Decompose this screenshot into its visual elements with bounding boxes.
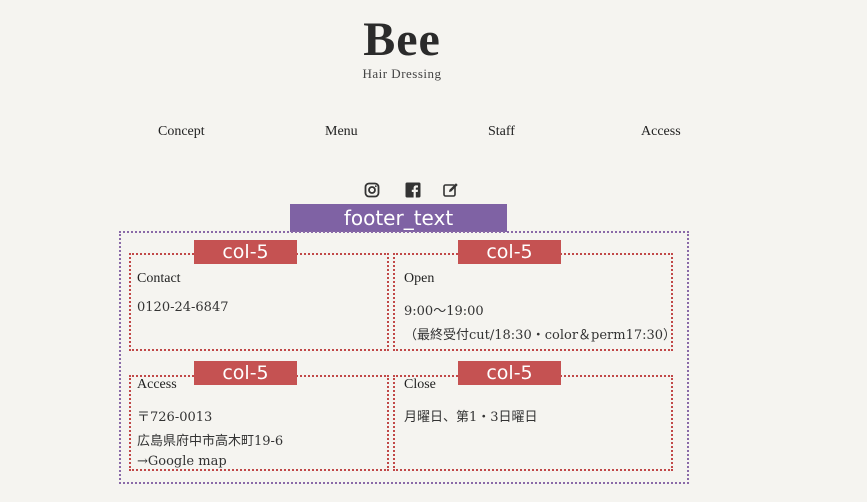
open-hours: 9:00～19:00: [404, 304, 484, 319]
nav-concept[interactable]: Concept: [158, 124, 205, 139]
logo-subtitle: Hair Dressing: [362, 66, 442, 81]
nav-menu[interactable]: Menu: [325, 124, 358, 139]
col-annotation-open: col-5: [458, 240, 561, 264]
access-title: Access: [137, 377, 177, 392]
contact-phone[interactable]: 0120-24-6847: [137, 300, 229, 315]
footer-text-container: [119, 231, 689, 484]
col-annotation-close: col-5: [458, 361, 561, 385]
open-title: Open: [404, 271, 435, 286]
google-map-link[interactable]: →Google map: [137, 454, 227, 469]
contact-title: Contact: [137, 271, 181, 286]
blog-icon[interactable]: [443, 182, 459, 198]
site-logo[interactable]: Bee Hair Dressing: [351, 13, 453, 82]
close-title: Close: [404, 377, 436, 392]
open-column: Open 9:00～19:00 （最終受付cut/18:30・color＆per…: [393, 253, 677, 351]
footer-text-annotation: footer_text: [290, 204, 507, 232]
logo-title: Bee: [363, 13, 441, 66]
open-note: （最終受付cut/18:30・color＆perm17:30）: [404, 328, 677, 343]
access-column: Access 〒726-0013 広島県府中市高木町19-6 →Google m…: [129, 375, 389, 471]
nav-staff[interactable]: Staff: [488, 124, 515, 139]
col-annotation-contact: col-5: [194, 240, 297, 264]
access-postal: 〒726-0013: [137, 410, 213, 425]
nav-access[interactable]: Access: [641, 124, 681, 139]
contact-column: Contact 0120-24-6847: [129, 253, 389, 351]
instagram-icon[interactable]: [364, 182, 380, 198]
col-annotation-access: col-5: [194, 361, 297, 385]
access-address: 広島県府中市高木町19-6: [137, 434, 284, 449]
close-days: 月曜日、第1・3日曜日: [404, 410, 538, 425]
close-column: Close 月曜日、第1・3日曜日: [393, 375, 673, 471]
facebook-icon[interactable]: [405, 182, 421, 198]
